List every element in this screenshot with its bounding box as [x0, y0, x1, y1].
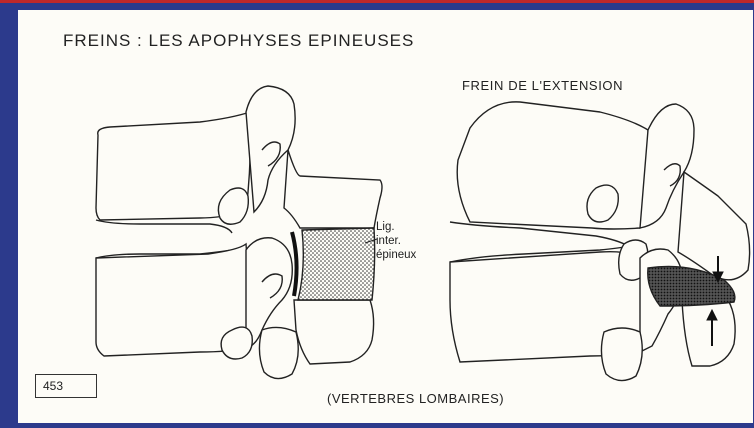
figure-number-box: 453 [35, 374, 97, 398]
ligament-label-line-1: Lig. [376, 220, 416, 234]
right-vertebrae-figure [450, 102, 750, 381]
interspinous-ligament [298, 228, 375, 300]
page-title: FREINS : LES APOPHYSES EPINEUSES [63, 31, 414, 51]
ligament-label: Lig. inter. épineux [376, 220, 416, 262]
figure-subtitle: FREIN DE L'EXTENSION [462, 78, 623, 93]
ligament-label-line-2: inter. [376, 234, 416, 248]
figure-caption: (VERTEBRES LOMBAIRES) [327, 391, 504, 406]
ligament-label-line-3: épineux [376, 248, 416, 262]
left-vertebrae-figure [96, 86, 382, 379]
